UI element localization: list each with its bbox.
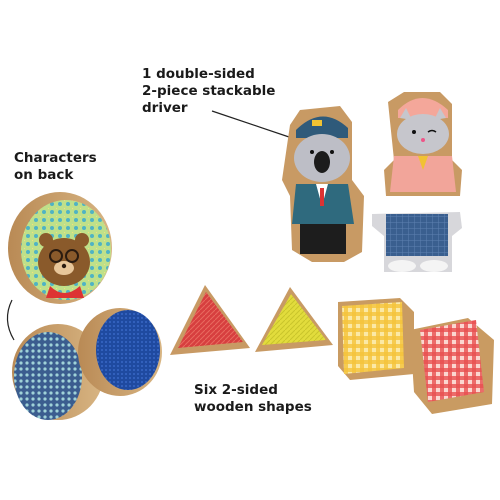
shapes-callout-line-1: Six 2-sided <box>194 382 278 398</box>
cat-driver-figure <box>384 92 462 196</box>
characters-callout-line-2: on back <box>14 167 74 183</box>
driver-callout-line-3: driver <box>142 100 188 116</box>
koala-driver-figure <box>282 106 364 262</box>
round-disc-character-bear <box>8 192 112 304</box>
shapes-callout: Six 2-sided wooden shapes <box>194 382 312 416</box>
shapes-callout-line-2: wooden shapes <box>194 399 312 415</box>
square-red-gingham <box>410 318 494 414</box>
characters-callout: Characters on back <box>14 150 97 184</box>
round-disc-blue-pattern <box>78 308 162 396</box>
driver-leader-line <box>211 110 293 139</box>
driver-callout-line-1: 1 double-sided <box>142 66 255 82</box>
square-yellow-gingham <box>338 298 414 380</box>
driver-callout: 1 double-sided 2-piece stackable driver <box>142 66 275 117</box>
characters-callout-line-1: Characters <box>14 150 97 166</box>
triangle-red-pattern <box>170 285 250 355</box>
cat-trousers-piece <box>372 212 462 272</box>
character-leader-line <box>6 299 15 341</box>
triangle-yellow-pattern <box>255 287 333 352</box>
driver-callout-line-2: 2-piece stackable <box>142 83 276 99</box>
